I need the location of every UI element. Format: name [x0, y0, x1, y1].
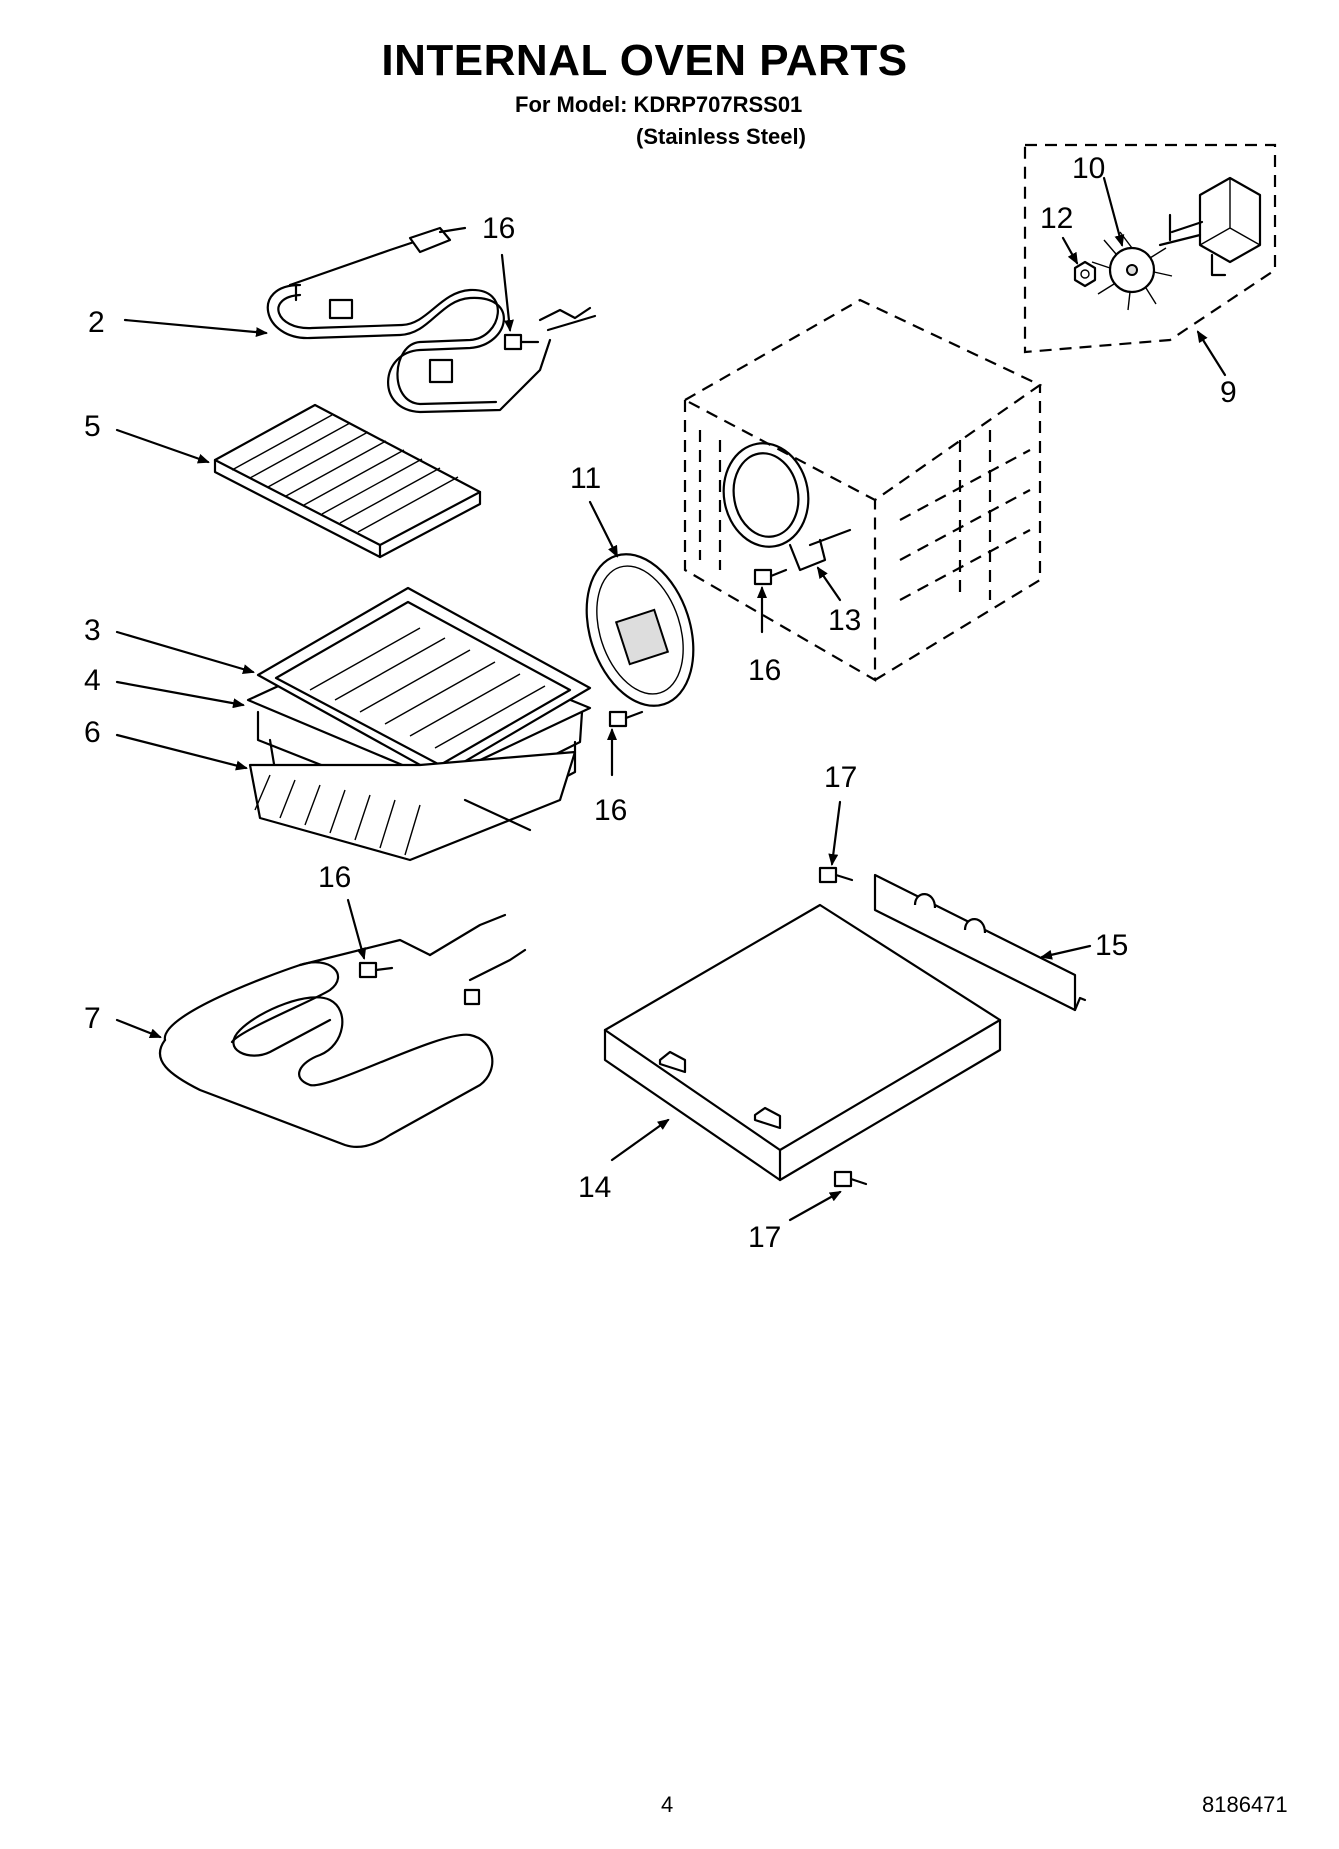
- callout-14: 14: [578, 1171, 611, 1204]
- part-12-nut: [1073, 260, 1097, 288]
- finish-line: (Stainless Steel): [636, 124, 806, 149]
- part-10-fan-blade: [1091, 231, 1173, 311]
- screw-16-top-icon: [503, 333, 540, 351]
- document-number: 8186471: [1202, 1792, 1288, 1817]
- screw-16-element-icon: [753, 568, 788, 586]
- callout-4: 4: [84, 664, 101, 697]
- screw-17-upper-icon: [818, 866, 854, 884]
- screw-17-lower-icon: [833, 1170, 868, 1188]
- page-number: 4: [661, 1792, 674, 1817]
- fan-motor: [1158, 176, 1262, 277]
- part-13-convection-element: [722, 442, 852, 572]
- part-6-pan-grate: [248, 750, 577, 862]
- screw-16-fan-cover-icon: [608, 710, 644, 728]
- callout-2: 2: [88, 306, 105, 339]
- callout-16-bake: 16: [318, 861, 351, 894]
- callout-15: 15: [1095, 929, 1128, 962]
- callout-5: 5: [84, 410, 101, 443]
- part-5-broil-shield: [213, 403, 482, 559]
- part-3-broiler-grid: [256, 586, 592, 778]
- callout-6: 6: [84, 716, 101, 749]
- callout-11: 11: [570, 462, 601, 495]
- callout-16-cover: 16: [594, 794, 627, 827]
- part-15-bracket: [873, 873, 1087, 1012]
- callout-17-lower: 17: [748, 1221, 781, 1254]
- callout-7: 7: [84, 1002, 101, 1035]
- part-2-upper-element: [266, 226, 597, 414]
- callout-17-upper: 17: [824, 761, 857, 794]
- part-7-bake-element: [158, 913, 527, 1149]
- part-9-fan-motor-box: [1023, 143, 1277, 354]
- page-title: INTERNAL OVEN PARTS: [381, 36, 908, 85]
- callout-9: 9: [1220, 376, 1237, 409]
- callout-16-top: 16: [482, 212, 515, 245]
- part-11-fan-cover: [585, 553, 695, 707]
- screw-16-bake-icon: [358, 961, 394, 979]
- leader-lines: [115, 176, 1227, 1222]
- callout-3: 3: [84, 614, 101, 647]
- callout-16-element: 16: [748, 654, 781, 687]
- callout-10: 10: [1072, 152, 1105, 185]
- callout-13: 13: [828, 604, 861, 637]
- oven-cavity-outline: [682, 298, 1043, 682]
- callout-12: 12: [1040, 202, 1073, 235]
- model-line: For Model: KDRP707RSS01: [515, 92, 803, 117]
- part-14-bottom-panel: [603, 903, 1002, 1182]
